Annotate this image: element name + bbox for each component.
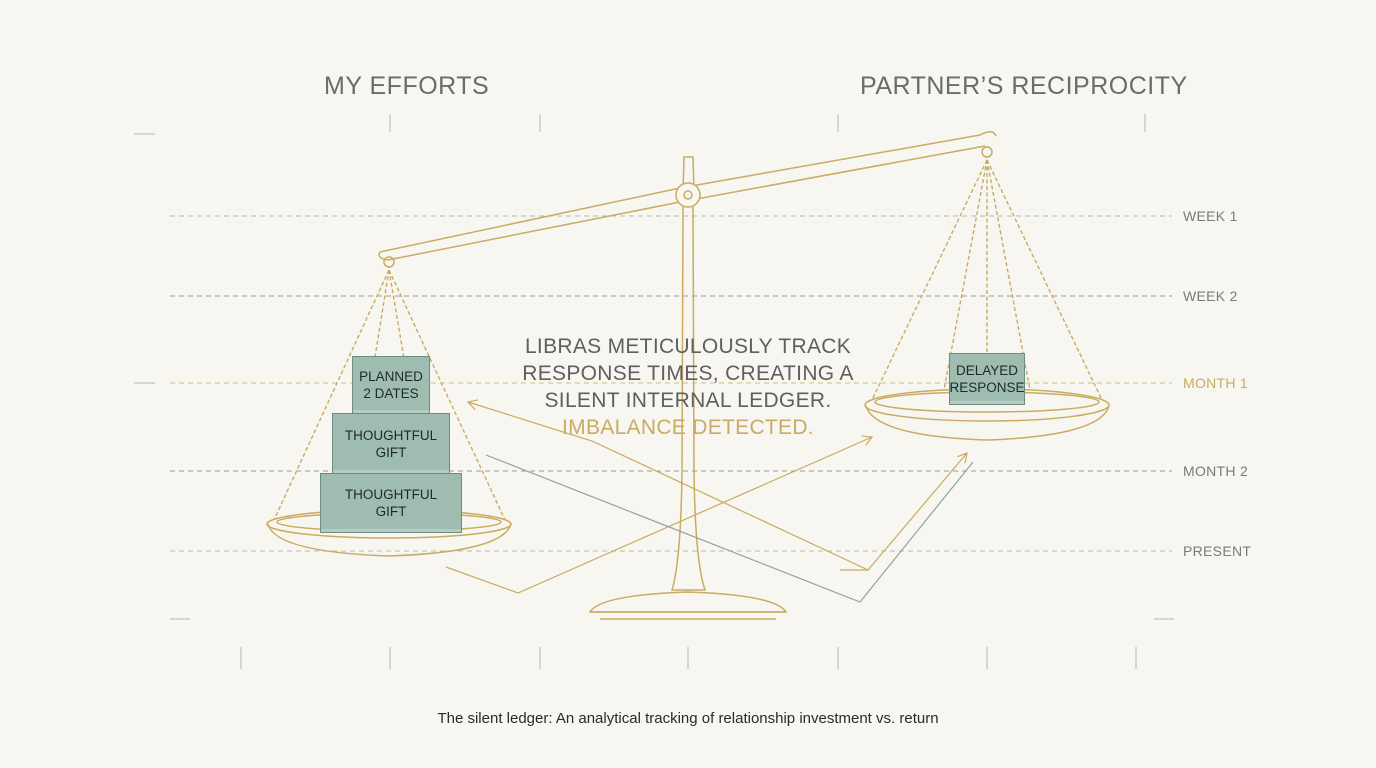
flow-arrow-present-to-right [840,452,968,571]
flow-arrow-center-to-left [466,399,869,571]
figure-caption: The silent ledger: An analytical trackin… [437,710,939,727]
effort-box-thoughtful-gift: THOUGHTFUL GIFT [320,473,462,533]
effort-box-line: GIFT [375,504,407,519]
timeline-label-month-1: MONTH 1 [1183,375,1249,391]
scale-stand [588,156,788,620]
annotation-line: LIBRAS METICULOUSLY TRACK [524,335,852,358]
effort-box-line: PLANNED [359,369,423,384]
left-pan-chains [273,269,506,521]
timeline-label-week-2: WEEK 2 [1183,288,1238,304]
scale-beam [378,131,997,268]
left-title: MY EFFORTS [324,72,490,100]
effort-box-planned-dates: PLANNED 2 DATES [352,356,430,414]
effort-box-line: THOUGHTFUL [344,487,438,502]
reciprocity-box-line: RESPONSE [949,380,1025,395]
effort-box-thoughtful-gift: THOUGHTFUL GIFT [332,413,450,474]
reciprocity-box-line: DELAYED [955,363,1019,378]
imbalance-highlight: IMBALANCE DETECTED. [562,416,814,439]
effort-box-line: THOUGHTFUL [344,427,438,443]
flow-lines [445,399,974,603]
flow-arrow-left-to-right [445,435,874,594]
timeline-label-week-1: WEEK 1 [1183,208,1238,224]
effort-box-line: GIFT [375,444,407,460]
right-title: PARTNER’S RECIPROCITY [860,72,1188,100]
center-annotation: LIBRAS METICULOUSLY TRACK RESPONSE TIMES… [514,333,862,441]
annotation-line: RESPONSE TIMES, CREATING A [522,362,854,385]
timeline-label-present: PRESENT [1183,543,1252,559]
annotation-line: SILENT INTERNAL LEDGER. [544,389,832,412]
frame-ticks [134,114,1174,669]
right-pan-chains [871,159,1103,401]
effort-box-line: 2 DATES [363,386,419,401]
timeline-label-month-2: MONTH 2 [1183,463,1249,479]
flow-line-gray [485,454,974,603]
reciprocity-box-delayed-response: DELAYED RESPONSE [949,353,1025,405]
